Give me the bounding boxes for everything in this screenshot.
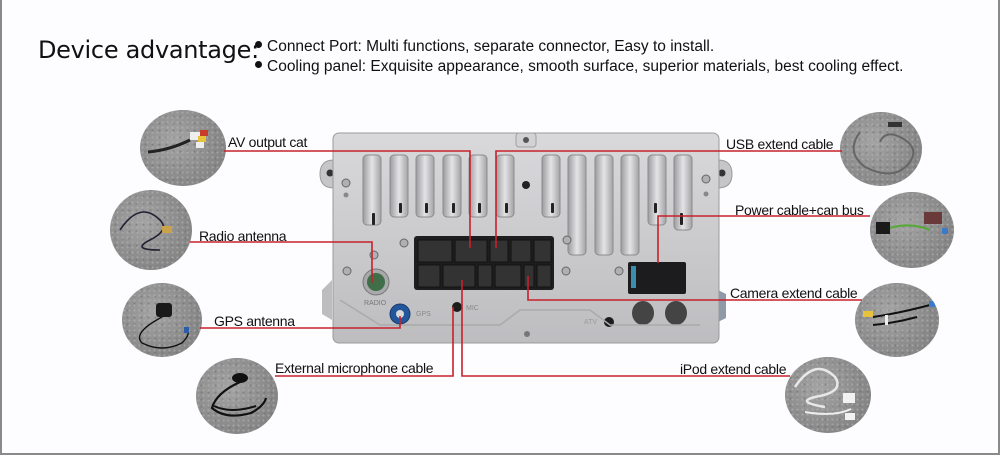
advantage-item: Connect Port: Multi functions, separate … <box>255 37 903 57</box>
ipod-cable-photo <box>785 357 871 433</box>
av-output-cable-photo <box>140 110 226 186</box>
antenna-cable-icon <box>119 211 172 251</box>
usb-cable-photo <box>840 112 922 186</box>
power-harness-icon <box>876 212 948 234</box>
microphone-photo <box>196 358 278 434</box>
bullet-icon <box>255 41 262 49</box>
microphone-icon <box>210 373 268 417</box>
gps-antenna-port <box>389 303 411 325</box>
callout-usb-extend: USB extend cable <box>726 136 834 152</box>
knockout-hole <box>632 301 654 325</box>
camera-cable-photo <box>855 283 939 357</box>
page-title: Device advantage: <box>38 36 259 64</box>
radio-antenna-port <box>362 268 390 296</box>
advantage-list: Connect Port: Multi functions, separate … <box>255 37 903 77</box>
camera-cable-icon <box>863 301 935 326</box>
callout-av-output: AV output cat <box>228 134 308 150</box>
power-connector <box>628 262 686 294</box>
av-cable-icon <box>147 130 208 154</box>
mic-jack <box>452 302 462 312</box>
gps-puck-icon <box>138 303 189 349</box>
knockout-hole <box>665 301 687 325</box>
advantage-item: Cooling panel: Exquisite appearance, smo… <box>255 57 903 77</box>
mic-port-label: MIC <box>466 305 479 312</box>
gps-antenna-photo <box>122 283 202 357</box>
main-connector-block <box>414 236 554 290</box>
usb-cable-icon <box>852 122 915 175</box>
ipod-cable-icon <box>793 367 855 420</box>
power-cable-photo <box>870 192 954 268</box>
bullet-icon <box>255 61 262 69</box>
atv-port-label: ATV <box>584 319 597 326</box>
radio-port-label: RADIO <box>364 300 387 307</box>
gps-port-label: GPS <box>416 311 431 318</box>
radio-antenna-photo <box>110 190 192 270</box>
